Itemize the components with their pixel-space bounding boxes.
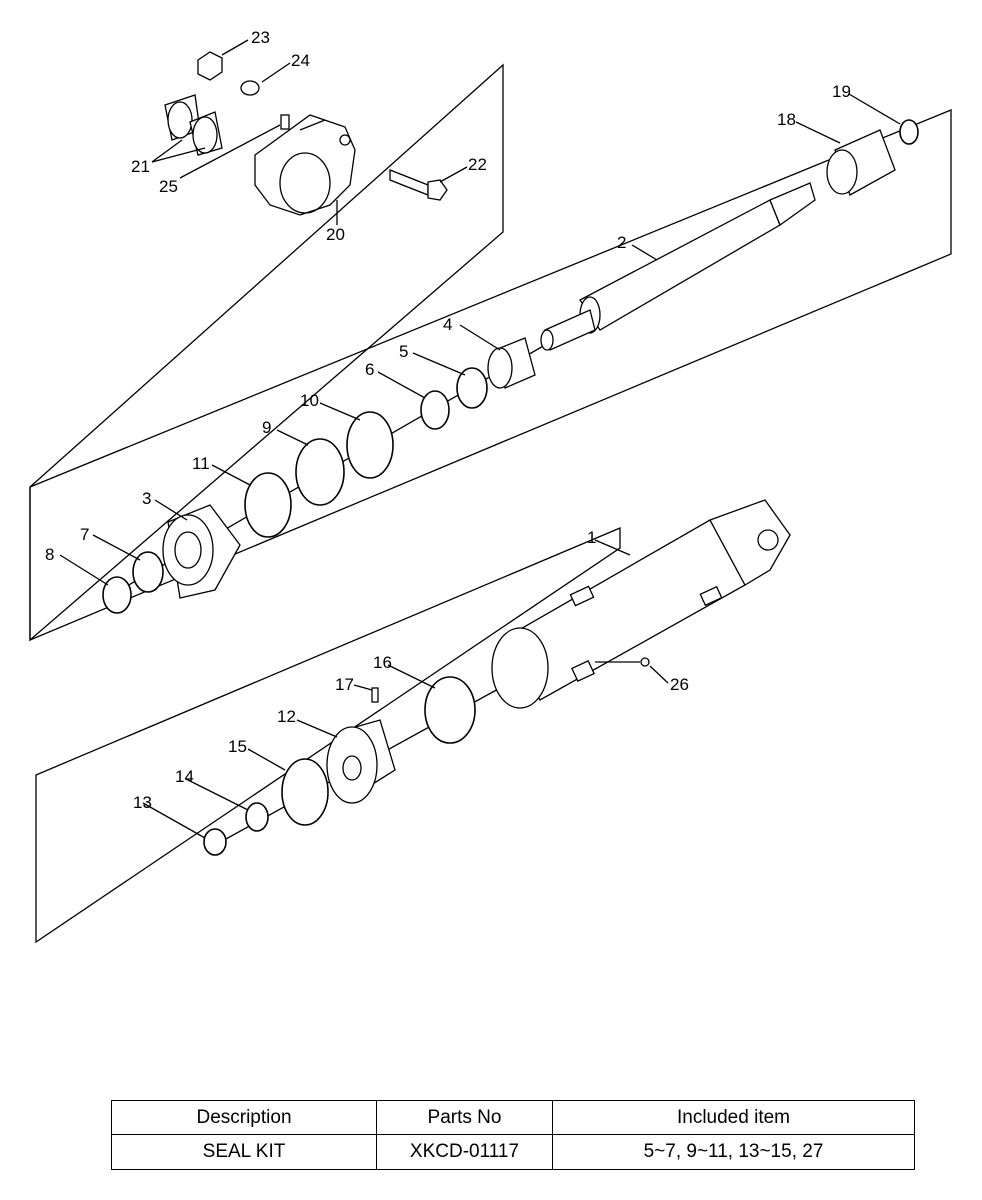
callout-7: 7 bbox=[80, 525, 89, 544]
callout-4: 4 bbox=[443, 315, 452, 334]
part-13-ring bbox=[203, 828, 227, 856]
part-23-nut bbox=[197, 51, 223, 81]
part-19-ring bbox=[899, 119, 919, 145]
callout-20: 20 bbox=[326, 225, 345, 244]
callout-15: 15 bbox=[228, 737, 247, 756]
callout-3: 3 bbox=[142, 489, 151, 508]
callout-18: 18 bbox=[777, 110, 796, 129]
seal-kit-table: Description Parts No Included item SEAL … bbox=[111, 1100, 915, 1170]
part-9-ring bbox=[295, 438, 345, 506]
part-14-ring bbox=[245, 802, 269, 832]
part-16-ring bbox=[424, 676, 476, 744]
part-12-piston bbox=[326, 719, 396, 804]
part-26-fitting bbox=[640, 657, 650, 667]
part-21-bushings bbox=[164, 94, 223, 156]
part-6-seal bbox=[420, 390, 450, 430]
exploded-parts-diagram: 1 2 3 4 5 6 7 8 9 10 11 12 13 14 15 16 1… bbox=[29, 28, 952, 944]
callout-16: 16 bbox=[373, 653, 392, 672]
part-24-washer bbox=[240, 80, 260, 96]
cell-parts-no: XKCD-01117 bbox=[376, 1134, 553, 1170]
header-description: Description bbox=[111, 1100, 377, 1135]
callout-22: 22 bbox=[468, 155, 487, 174]
piston-assembly-frame bbox=[35, 527, 621, 944]
part-17-set-screw bbox=[371, 687, 379, 703]
callout-11: 11 bbox=[192, 454, 210, 473]
callout-14: 14 bbox=[175, 767, 194, 786]
part-5-seal bbox=[456, 367, 488, 409]
part-8-ring bbox=[102, 576, 132, 614]
callout-24: 24 bbox=[291, 51, 310, 70]
callout-21: 21 bbox=[131, 157, 150, 176]
callout-9: 9 bbox=[262, 418, 271, 437]
table-header-row: Description Parts No Included item bbox=[111, 1100, 915, 1135]
part-11-ring bbox=[244, 472, 292, 538]
part-20-clevis-bracket bbox=[254, 114, 356, 216]
gland-assembly-frame bbox=[29, 109, 952, 641]
part-18-bushing bbox=[826, 129, 896, 196]
cell-included-item: 5~7, 9~11, 13~15, 27 bbox=[552, 1134, 915, 1170]
part-25-grease-fitting bbox=[280, 114, 290, 130]
part-10-ring bbox=[346, 411, 394, 479]
part-3-gland bbox=[162, 504, 241, 599]
part-7-seal bbox=[132, 551, 164, 593]
callout-5: 5 bbox=[399, 342, 408, 361]
callout-8: 8 bbox=[45, 545, 54, 564]
part-22-bolt bbox=[389, 169, 448, 201]
callout-13: 13 bbox=[133, 793, 152, 812]
callout-19: 19 bbox=[832, 82, 851, 101]
callout-10: 10 bbox=[300, 391, 319, 410]
callout-17: 17 bbox=[335, 675, 354, 694]
header-included-item: Included item bbox=[552, 1100, 915, 1135]
part-1-cylinder-tube bbox=[491, 499, 791, 709]
callout-12: 12 bbox=[277, 707, 296, 726]
part-2-piston-rod bbox=[540, 182, 816, 351]
callout-25: 25 bbox=[159, 177, 178, 196]
part-15-ring bbox=[281, 758, 329, 826]
cell-description: SEAL KIT bbox=[111, 1134, 377, 1170]
part-4-bushing bbox=[487, 337, 536, 389]
callout-2: 2 bbox=[617, 233, 626, 252]
header-parts-no: Parts No bbox=[376, 1100, 553, 1135]
table-row: SEAL KIT XKCD-01117 5~7, 9~11, 13~15, 27 bbox=[111, 1134, 915, 1170]
callout-26: 26 bbox=[670, 675, 689, 694]
callout-23: 23 bbox=[251, 28, 270, 47]
callout-6: 6 bbox=[365, 360, 374, 379]
callout-1: 1 bbox=[587, 528, 596, 547]
